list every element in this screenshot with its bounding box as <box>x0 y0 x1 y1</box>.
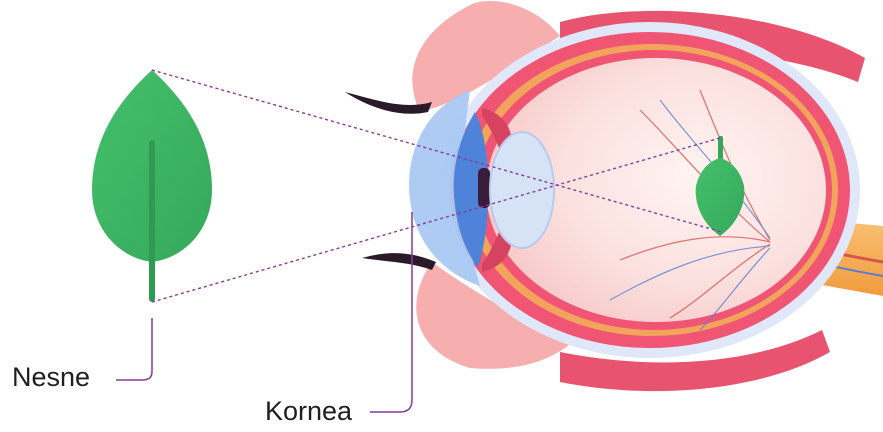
object-leader-line <box>116 318 152 380</box>
lens <box>490 132 554 248</box>
lower-eyelash <box>362 253 436 270</box>
object-label: Nesne <box>12 364 90 391</box>
cornea-label: Kornea <box>265 398 352 425</box>
leaf-icon <box>92 70 212 302</box>
cornea-leader-line <box>370 212 412 412</box>
